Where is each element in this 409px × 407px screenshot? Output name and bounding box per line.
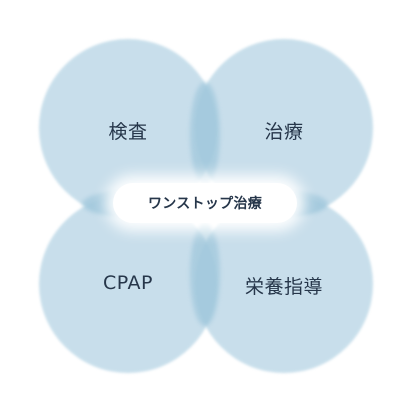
center-pill: ワンストップ治療 (113, 183, 297, 223)
overlap-top (190, 82, 220, 186)
circle-bottom-left (39, 195, 217, 373)
overlap-bottom (190, 222, 220, 326)
center-label: ワンストップ治療 (147, 196, 263, 212)
circle-bottom-right (195, 195, 373, 373)
label-cpap: CPAP (103, 272, 153, 294)
label-examination: 検査 (108, 121, 148, 143)
label-treatment: 治療 (264, 121, 304, 143)
label-nutrition-guidance: 栄養指導 (244, 276, 323, 298)
